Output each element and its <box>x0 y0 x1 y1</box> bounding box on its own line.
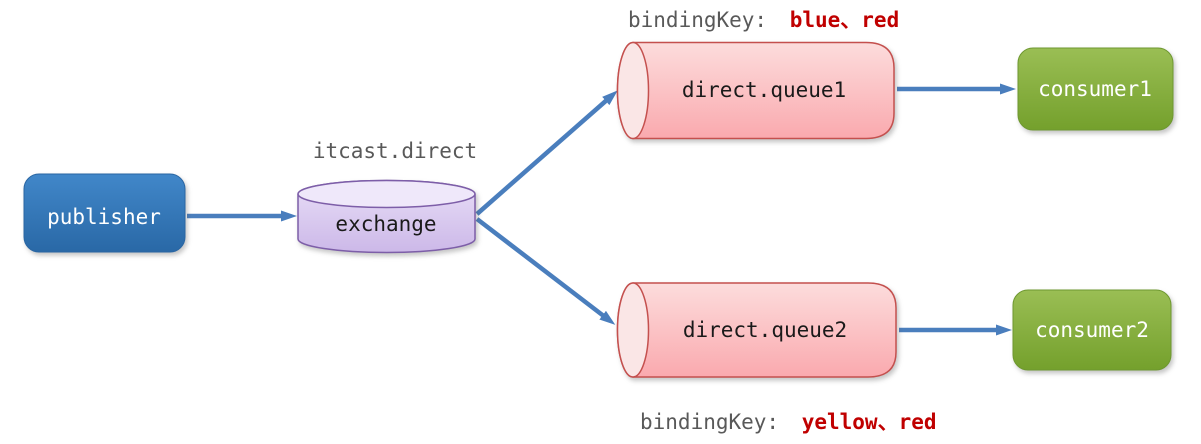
queue2-binding-key-annotation: bindingKey: yellow、red <box>640 410 937 434</box>
exchange-node: exchange <box>297 179 476 254</box>
queue1-binding-key-annotation: bindingKey: blue、red <box>628 8 899 32</box>
queue2-node: direct.queue2 <box>616 282 897 378</box>
consumer2-label: consumer2 <box>1035 318 1149 342</box>
publisher-label: publisher <box>47 205 161 229</box>
queue1-binding-key-values: blue、red <box>790 8 900 32</box>
queue2-label: direct.queue2 <box>683 318 847 342</box>
consumer1-node: consumer1 <box>1017 47 1174 131</box>
consumer2-node: consumer2 <box>1012 289 1172 371</box>
arrow-exchange-to-queue2 <box>475 217 616 325</box>
queue2-binding-key-values: yellow、red <box>802 410 937 434</box>
queue1-node: direct.queue1 <box>616 41 895 140</box>
queue1-label: direct.queue1 <box>682 78 846 102</box>
exchange-label: exchange <box>335 212 436 236</box>
exchange-name-label: itcast.direct <box>313 139 477 163</box>
arrow-exchange-to-queue1 <box>475 90 618 216</box>
queue1-binding-key-prefix: bindingKey: <box>628 8 767 32</box>
queue2-binding-key-prefix: bindingKey: <box>640 410 779 434</box>
publisher-node: publisher <box>23 173 186 253</box>
consumer1-label: consumer1 <box>1038 77 1152 101</box>
